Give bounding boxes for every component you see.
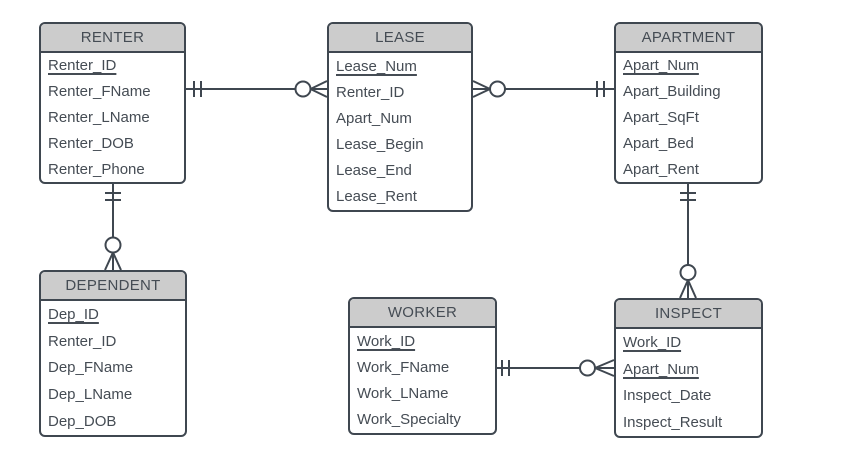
field-row: Work_FName — [350, 354, 495, 380]
field-label: Apart_Rent — [623, 160, 699, 178]
field-label: Apart_Building — [623, 83, 721, 101]
field-label: Apart_Num — [623, 57, 699, 75]
field-row: Renter_ID — [41, 328, 185, 355]
field-label: Dep_FName — [48, 359, 134, 377]
field-label: Lease_Num — [336, 57, 417, 75]
field-row: Dep_DOB — [41, 408, 185, 435]
field-row: Apart_Building — [616, 79, 761, 105]
field-label: Apart_SqFt — [623, 108, 699, 126]
field-label: Renter_ID — [48, 57, 117, 75]
cardinality-zero-or-many-marker — [104, 236, 122, 271]
field-row: Renter_FName — [41, 79, 184, 105]
field-row: Apart_Bed — [616, 130, 761, 156]
field-row: Lease_Rent — [329, 184, 471, 210]
cardinality-zero-or-many-marker — [294, 80, 328, 98]
field-row: Renter_DOB — [41, 130, 184, 156]
field-label: Work_LName — [357, 385, 449, 403]
field-row: Lease_Num — [329, 53, 471, 79]
relationship-renter-lease — [186, 80, 328, 98]
entity-worker-title: WORKER — [350, 299, 495, 328]
entity-dependent-title: DEPENDENT — [41, 272, 185, 301]
entity-inspect-fields: Work_ID Apart_Num Inspect_Date Inspect_R… — [616, 329, 761, 436]
field-row: Work_ID — [616, 329, 761, 356]
entity-renter-fields: Renter_ID Renter_FName Renter_LName Rent… — [41, 53, 184, 182]
entity-inspect: INSPECT Work_ID Apart_Num Inspect_Date I… — [614, 298, 763, 438]
cardinality-one-marker — [596, 81, 605, 97]
field-row: Apart_SqFt — [616, 105, 761, 131]
entity-apartment-fields: Apart_Num Apart_Building Apart_SqFt Apar… — [616, 53, 761, 182]
field-row: Apart_Num — [616, 53, 761, 79]
entity-dependent: DEPENDENT Dep_ID Renter_ID Dep_FName Dep… — [39, 270, 187, 437]
field-row: Renter_Phone — [41, 156, 184, 182]
field-row: Dep_FName — [41, 355, 185, 382]
relationship-lease-apartment — [472, 80, 614, 98]
field-row: Work_LName — [350, 381, 495, 407]
cardinality-one-marker — [501, 360, 510, 376]
cardinality-one-marker — [193, 81, 202, 97]
field-label: Work_ID — [357, 332, 416, 350]
field-label: Renter_DOB — [48, 134, 134, 152]
field-row: Dep_ID — [41, 301, 185, 328]
cardinality-zero-or-many-marker — [472, 80, 506, 98]
field-row: Renter_ID — [329, 79, 471, 105]
entity-lease: LEASE Lease_Num Renter_ID Apart_Num Leas… — [327, 22, 473, 212]
field-row: Inspect_Date — [616, 383, 761, 410]
field-label: Renter_FName — [48, 83, 151, 101]
field-label: Inspect_Date — [623, 387, 712, 405]
entity-lease-title: LEASE — [329, 24, 471, 53]
entity-inspect-title: INSPECT — [616, 300, 761, 329]
entity-worker: WORKER Work_ID Work_FName Work_LName Wor… — [348, 297, 497, 435]
relationship-apartment-inspect — [679, 184, 697, 299]
field-row: Renter_LName — [41, 105, 184, 131]
entity-apartment: APARTMENT Apart_Num Apart_Building Apart… — [614, 22, 763, 184]
field-row: Lease_End — [329, 158, 471, 184]
field-row: Apart_Rent — [616, 156, 761, 182]
field-label: Lease_End — [336, 162, 412, 180]
field-label: Renter_ID — [336, 83, 405, 101]
field-row: Lease_Begin — [329, 132, 471, 158]
cardinality-zero-or-many-marker — [679, 264, 697, 299]
field-label: Dep_ID — [48, 305, 99, 323]
field-label: Dep_LName — [48, 386, 133, 404]
cardinality-zero-or-many-marker — [579, 359, 615, 377]
field-label: Work_Specialty — [357, 411, 461, 429]
cardinality-one-marker — [105, 192, 121, 201]
field-label: Apart_Num — [336, 109, 412, 127]
field-row: Inspect_Result — [616, 409, 761, 436]
entity-renter: RENTER Renter_ID Renter_FName Renter_LNa… — [39, 22, 186, 184]
field-label: Work_FName — [357, 358, 450, 376]
field-label: Work_ID — [623, 333, 682, 351]
field-row: Renter_ID — [41, 53, 184, 79]
field-label: Renter_LName — [48, 108, 150, 126]
cardinality-one-marker — [680, 192, 696, 201]
field-label: Renter_ID — [48, 332, 117, 350]
field-label: Apart_Num — [623, 360, 699, 378]
field-label: Dep_DOB — [48, 413, 117, 431]
field-label: Inspect_Result — [623, 414, 723, 432]
field-label: Lease_Rent — [336, 188, 417, 206]
entity-apartment-title: APARTMENT — [616, 24, 761, 53]
field-label: Lease_Begin — [336, 136, 424, 154]
field-label: Apart_Bed — [623, 134, 694, 152]
entity-lease-fields: Lease_Num Renter_ID Apart_Num Lease_Begi… — [329, 53, 471, 210]
relationship-worker-inspect — [497, 359, 615, 377]
field-row: Work_ID — [350, 328, 495, 354]
field-row: Dep_LName — [41, 381, 185, 408]
entity-worker-fields: Work_ID Work_FName Work_LName Work_Speci… — [350, 328, 495, 433]
field-row: Work_Specialty — [350, 407, 495, 433]
field-row: Apart_Num — [329, 105, 471, 131]
field-label: Renter_Phone — [48, 160, 145, 178]
entity-dependent-fields: Dep_ID Renter_ID Dep_FName Dep_LName Dep… — [41, 301, 185, 435]
field-row: Apart_Num — [616, 356, 761, 383]
relationship-renter-dependent — [104, 184, 122, 271]
entity-renter-title: RENTER — [41, 24, 184, 53]
